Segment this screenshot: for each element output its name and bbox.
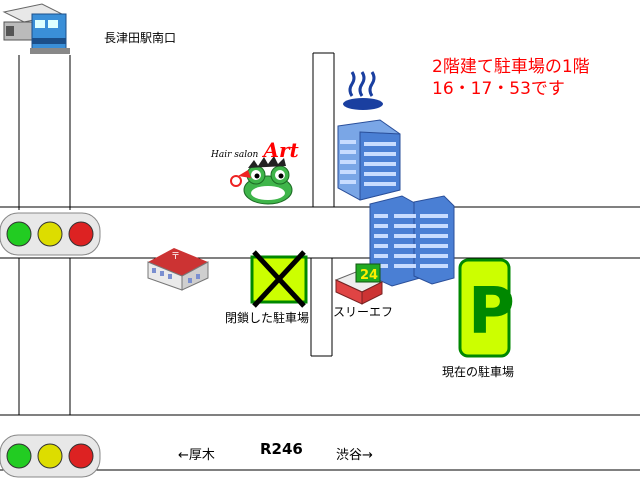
hair-salon-frog-icon: [230, 156, 293, 205]
office-building-icon: [337, 119, 401, 201]
note-line-1: 2階建て駐車場の1階: [432, 57, 590, 77]
note-line-2: 16・17・53です: [432, 79, 565, 99]
traffic-light-icon: [0, 434, 101, 478]
closed-parking-icon: [250, 250, 308, 308]
convenience-store-icon: 24: [334, 263, 384, 305]
parking-sign-icon: P: [458, 258, 515, 358]
hair-salon-label: Hair salon Art: [211, 138, 299, 162]
hair-salon-art-text: Art: [263, 138, 299, 162]
convenience-store-label: スリーエフ: [333, 305, 394, 319]
road-network: [0, 52, 640, 471]
store-sign-number: 24: [360, 268, 378, 283]
office-building-icon: [369, 195, 455, 287]
traffic-light-icon: [0, 212, 101, 256]
current-parking-label: 現在の駐車場: [442, 365, 515, 379]
hot-spring-icon: [343, 71, 383, 110]
station-label: 長津田駅南口: [104, 31, 177, 45]
parking-letter: P: [468, 275, 515, 349]
closed-parking-label: 閉鎖した駐車場: [225, 311, 310, 325]
post-office-icon: 〒: [147, 248, 209, 291]
direction-atsugi: ←厚木: [178, 448, 215, 463]
parking-note: 2階建て駐車場の1階 16・17・53です: [432, 56, 590, 100]
hair-salon-small-text: Hair salon: [211, 150, 259, 160]
train-station-icon: [2, 3, 70, 54]
svg-text:〒: 〒: [171, 252, 180, 262]
direction-shibuya: 渋谷→: [336, 448, 373, 463]
route-name: R246: [260, 440, 303, 458]
